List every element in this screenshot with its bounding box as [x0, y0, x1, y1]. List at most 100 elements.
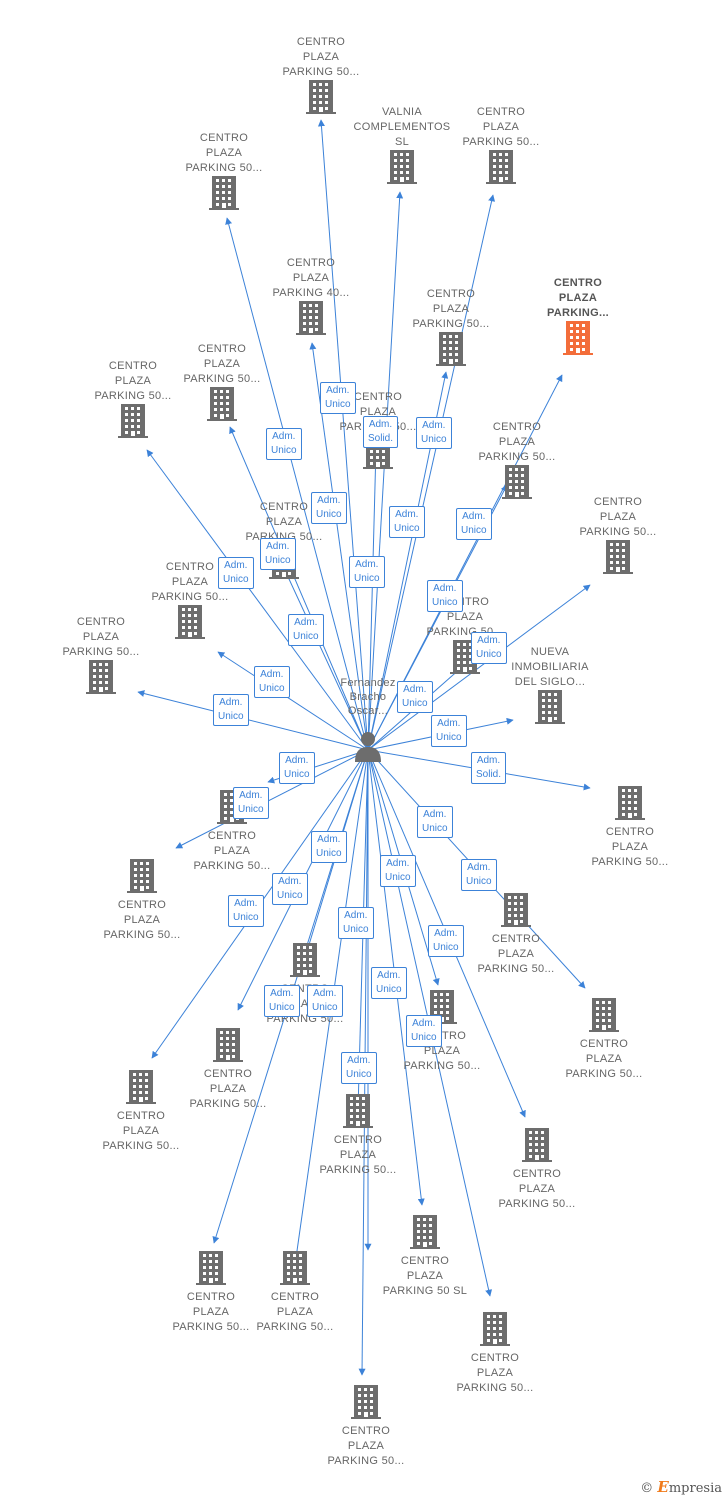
company-label[interactable]: CENTRO PLAZA PARKING 50... [477, 933, 555, 975]
company-node[interactable]: CENTRO PLAZA PARKING 50... [482, 1128, 592, 1212]
building-icon[interactable] [436, 332, 466, 371]
company-node[interactable]: CENTRO PLAZA PARKING 50... [575, 786, 685, 870]
company-node[interactable]: CENTRO PLAZA PARKING 50... [135, 560, 245, 644]
building-icon[interactable] [410, 1215, 440, 1254]
company-label[interactable]: CENTRO PLAZA PARKING 50... [282, 36, 360, 78]
person-icon[interactable] [353, 730, 383, 767]
company-label[interactable]: CENTRO PLAZA PARKING 50... [189, 1068, 267, 1110]
relation-badge: Adm. Unico [427, 580, 463, 612]
company-label[interactable]: CENTRO PLAZA PARKING 50... [193, 830, 271, 872]
company-label[interactable]: CENTRO PLAZA PARKING 50... [94, 360, 172, 402]
company-label[interactable]: CENTRO PLAZA PARKING 50... [478, 421, 556, 463]
company-node[interactable]: NUEVA INMOBILIARIA DEL SIGLO... [495, 645, 605, 729]
building-icon[interactable] [127, 859, 157, 898]
company-node[interactable]: CENTRO PLAZA PARKING 50... [563, 495, 673, 579]
building-icon[interactable] [343, 1094, 373, 1133]
company-label[interactable]: CENTRO PLAZA PARKING 50... [245, 501, 323, 543]
company-node[interactable]: VALNIA COMPLEMENTOS SL [347, 105, 457, 189]
company-node[interactable]: CENTRO PLAZA PARKING 40... [256, 256, 366, 340]
company-node[interactable]: CENTRO PLAZA PARKING 50... [86, 1070, 196, 1154]
company-label[interactable]: CENTRO PLAZA PARKING 50... [102, 1110, 180, 1152]
relation-badge: Adm. Unico [471, 632, 507, 664]
edge-c10 [367, 447, 380, 751]
building-icon[interactable] [175, 605, 205, 644]
company-label[interactable]: CENTRO PLAZA PARKING 50... [591, 826, 669, 868]
company-label[interactable]: CENTRO PLAZA PARKING 50... [403, 1030, 481, 1072]
company-node[interactable]: CENTRO PLAZA PARKING... [523, 276, 633, 360]
company-node[interactable]: CENTRO PLAZA PARKING 50... [156, 1251, 266, 1335]
building-icon[interactable] [290, 943, 320, 982]
company-label[interactable]: CENTRO PLAZA PARKING 40... [272, 257, 350, 299]
building-icon[interactable] [126, 1070, 156, 1109]
building-icon[interactable] [486, 150, 516, 189]
building-icon[interactable] [603, 540, 633, 579]
company-node[interactable]: CENTRO PLAZA PARKING 50... [87, 859, 197, 943]
company-node[interactable]: CENTRO PLAZA PARKING 50... [173, 1028, 283, 1112]
company-node[interactable]: CENTRO PLAZA PARKING 50... [462, 420, 572, 504]
company-node[interactable]: CENTRO PLAZA PARKING 50... [177, 790, 287, 874]
company-label[interactable]: CENTRO PLAZA PARKING 50... [256, 1291, 334, 1333]
company-node[interactable]: CENTRO PLAZA PARKING 50... [240, 1251, 350, 1335]
company-label[interactable]: CENTRO PLAZA PARKING 50... [498, 1168, 576, 1210]
edge-c12 [282, 565, 369, 751]
company-label[interactable]: CENTRO PLAZA PARKING 50... [151, 561, 229, 603]
edge-c3 [367, 191, 404, 751]
company-label[interactable]: CENTRO PLAZA PARKING... [546, 277, 610, 319]
company-label[interactable]: CENTRO PLAZA PARKING 50... [456, 1352, 534, 1394]
copyright-symbol: © [640, 1481, 654, 1496]
building-icon[interactable] [306, 80, 336, 119]
company-node[interactable]: CENTRO PLAZA PARKING 50... [266, 35, 376, 119]
edge-c4 [367, 194, 496, 751]
building-icon[interactable] [522, 1128, 552, 1167]
company-label[interactable]: CENTRO PLAZA PARKING 50... [183, 343, 261, 385]
company-label[interactable]: CENTRO PLAZA PARKING 50... [579, 496, 657, 538]
relation-badge: Adm. Unico [341, 1052, 377, 1084]
company-node[interactable]: CENTRO PLAZA PARKING 50... [46, 615, 156, 699]
company-node[interactable]: CENTRO PLAZA PARKING 50... [396, 287, 506, 371]
building-icon[interactable] [502, 465, 532, 504]
building-icon[interactable] [209, 176, 239, 215]
company-node[interactable]: CENTRO PLAZA PARKING 50... [78, 359, 188, 443]
company-node[interactable]: CENTRO PLAZA PARKING 50... [167, 342, 277, 426]
company-node[interactable]: CENTRO PLAZA PARKING 50... [461, 893, 571, 977]
building-icon[interactable] [296, 301, 326, 340]
company-label[interactable]: CENTRO PLAZA PARKING 50 SL [382, 1255, 468, 1297]
building-icon[interactable] [615, 786, 645, 825]
company-node[interactable]: CENTRO PLAZA PARKING 50... [311, 1385, 421, 1469]
building-icon[interactable] [213, 1028, 243, 1067]
building-icon[interactable] [118, 404, 148, 443]
building-icon[interactable] [280, 1251, 310, 1290]
relation-badge: Adm. Unico [288, 614, 324, 646]
company-label[interactable]: NUEVA INMOBILIARIA DEL SIGLO... [511, 646, 589, 688]
company-node[interactable]: CENTRO PLAZA PARKING 50... [440, 1312, 550, 1396]
building-icon[interactable] [387, 150, 417, 189]
company-node[interactable]: CENTRO PLAZA PARKING 50... [169, 131, 279, 215]
edge-c6 [229, 426, 369, 751]
relation-badge: Adm. Unico [380, 855, 416, 887]
company-label[interactable]: CENTRO PLAZA PARKING 50... [62, 616, 140, 658]
company-node[interactable]: CENTRO PLAZA PARKING 50... [303, 1094, 413, 1178]
person-name[interactable]: Fernandez Bracho Oscar... [340, 677, 396, 717]
company-node[interactable]: CENTRO PLAZA PARKING 50... [446, 105, 556, 189]
company-label[interactable]: CENTRO PLAZA PARKING 50... [412, 288, 490, 330]
building-icon[interactable] [535, 690, 565, 729]
building-icon[interactable] [86, 660, 116, 699]
company-label[interactable]: CENTRO PLAZA PARKING 50... [462, 106, 540, 148]
company-label[interactable]: CENTRO PLAZA PARKING 50... [103, 899, 181, 941]
company-label[interactable]: VALNIA COMPLEMENTOS SL [353, 106, 451, 148]
building-icon[interactable] [501, 893, 531, 932]
building-icon[interactable] [207, 387, 237, 426]
building-icon[interactable] [351, 1385, 381, 1424]
company-node[interactable]: CENTRO PLAZA PARKING 50... [387, 990, 497, 1074]
building-icon[interactable] [563, 321, 593, 360]
company-label[interactable]: CENTRO PLAZA PARKING 50... [172, 1291, 250, 1333]
company-node[interactable]: CENTRO PLAZA PARKING 50 SL [370, 1215, 480, 1299]
building-icon[interactable] [589, 998, 619, 1037]
building-icon[interactable] [196, 1251, 226, 1290]
company-label[interactable]: CENTRO PLAZA PARKING 50... [327, 1425, 405, 1467]
company-label[interactable]: CENTRO PLAZA PARKING 50... [185, 132, 263, 174]
company-label[interactable]: CENTRO PLAZA PARKING 50... [565, 1038, 643, 1080]
company-node[interactable]: CENTRO PLAZA PARKING 50... [549, 998, 659, 1082]
building-icon[interactable] [480, 1312, 510, 1351]
company-label[interactable]: CENTRO PLAZA PARKING 50... [319, 1134, 397, 1176]
